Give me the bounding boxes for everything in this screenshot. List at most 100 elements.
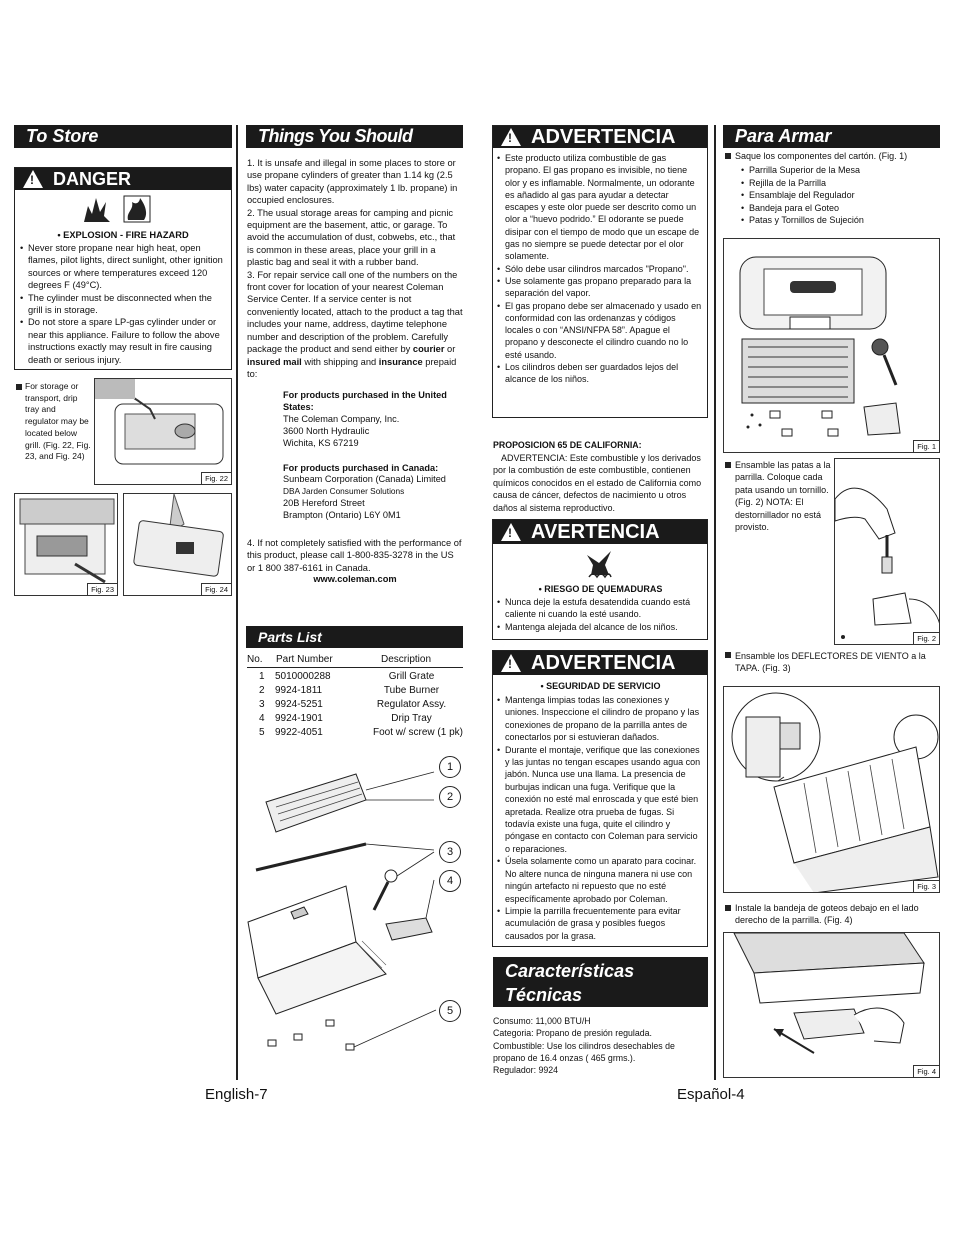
part-number: 5010000288 bbox=[275, 671, 331, 682]
part-description: Foot w/ screw (1 pk) bbox=[372, 727, 463, 738]
danger-header: ! DANGER bbox=[15, 168, 231, 190]
specs-block: Consumo: 11,000 BTU/H Categoria: Propano… bbox=[493, 1015, 708, 1076]
info-paragraph-1: 1. It is unsafe and illegal in some plac… bbox=[247, 158, 458, 206]
part-description: Grill Grate bbox=[388, 671, 435, 682]
prop65-heading: PROPOSICION 65 DE CALIFORNIA: bbox=[493, 440, 642, 450]
section-header-specs: Características Técnicas bbox=[493, 957, 708, 1007]
advertencia-label: ADVERTENCIA bbox=[531, 125, 676, 148]
page-number-left: English-7 bbox=[205, 1086, 268, 1103]
screwdriver-leg-illustration bbox=[835, 487, 939, 639]
section-header-to-store: To Store bbox=[14, 125, 232, 148]
part-number: 9922-4051 bbox=[275, 727, 323, 738]
components-illustration bbox=[739, 256, 901, 437]
website-link[interactable]: www.coleman.com bbox=[313, 574, 397, 584]
step4-text: Instale la bandeja de goteos debajo en e… bbox=[735, 903, 919, 926]
callout-3: 3 bbox=[439, 841, 461, 863]
grill-body-drawing bbox=[247, 885, 387, 1015]
advertencia-list-1: Este producto utiliza combustible de gas… bbox=[497, 152, 703, 386]
column-divider bbox=[714, 125, 716, 1080]
us-address-line: Wichita, KS 67219 bbox=[283, 437, 359, 448]
grill-storage-illustration bbox=[95, 379, 224, 465]
part-description: Drip Tray bbox=[391, 713, 432, 724]
info-block: 1. It is unsafe and illegal in some plac… bbox=[247, 157, 463, 380]
figure-22: Fig. 22 bbox=[94, 378, 232, 485]
p3-text-c: prepaid to: bbox=[247, 356, 457, 379]
fig2-caption: Fig. 2 bbox=[913, 632, 939, 644]
step2-text: Ensamble las patas a la parrilla. Coloqu… bbox=[735, 460, 831, 533]
part-number: 9924-5251 bbox=[275, 699, 323, 710]
parts-list-header: Parts List bbox=[246, 626, 463, 648]
advertencia-label: ADVERTENCIA bbox=[531, 651, 676, 674]
square-bullet-icon bbox=[725, 652, 731, 658]
avertencia-box bbox=[492, 519, 708, 640]
advertencia-item: Durante el montaje, verifique que las co… bbox=[497, 744, 703, 856]
col-no: No. bbox=[247, 654, 263, 665]
canada-address-line: 20B Hereford Street bbox=[283, 498, 365, 509]
burn-hazard-title: • RIESGO DE QUEMADURAS bbox=[538, 584, 663, 594]
callout-5: 5 bbox=[439, 1000, 461, 1022]
explosion-fire-icon bbox=[84, 195, 151, 223]
part-description: Regulator Assy. bbox=[376, 699, 447, 710]
wind-deflector-illustration bbox=[731, 692, 939, 892]
grill-underside-illustration bbox=[19, 498, 115, 584]
component-item: Bandeja para el Goteo bbox=[741, 202, 936, 215]
advertencia-item: Los cilindros deben ser guardados lejos … bbox=[497, 361, 703, 386]
feet-drawing bbox=[267, 1019, 355, 1051]
p3-text-b: with shipping and bbox=[301, 356, 379, 367]
advertencia-header-2: ! ADVERTENCIA bbox=[493, 651, 707, 675]
section-header-things-to-know: Things You Should Know bbox=[246, 125, 463, 169]
prop65-text: ADVERTENCIA: Este combustible y los deri… bbox=[493, 453, 702, 513]
figure-23: Fig. 23 bbox=[14, 493, 118, 596]
address-block: For products purchased in the United Sta… bbox=[283, 390, 463, 522]
storage-note: For storage or transport, drip tray and … bbox=[25, 381, 91, 462]
danger-list: Never store propane near high heat, open… bbox=[20, 242, 226, 366]
warning-triangle-icon: ! bbox=[23, 170, 43, 188]
advertencia-item: El gas propano debe ser almacenado y usa… bbox=[497, 300, 703, 361]
step1-intro: Saque los componentes del cartón. (Fig. … bbox=[735, 151, 908, 161]
drip-tray-install-illustration bbox=[733, 933, 925, 1054]
column-divider bbox=[236, 125, 238, 1080]
section-header-para-armar: Para Armar bbox=[723, 125, 940, 148]
spec-line: Regulador: 9924 bbox=[493, 1065, 559, 1076]
grill-bottom-view-illustration bbox=[133, 494, 224, 577]
p3-text: 3. For repair service call one of the nu… bbox=[247, 269, 463, 355]
fig1-caption: Fig. 1 bbox=[913, 440, 939, 452]
advertencia-item: Mantenga limpias todas las conexiones y … bbox=[497, 694, 703, 744]
spec-line: Combustible: Use los cilindros desechabl… bbox=[493, 1040, 675, 1063]
hazard-title: • EXPLOSION - FIRE HAZARD bbox=[57, 230, 189, 240]
avertencia-header: ! AVERTENCIA bbox=[493, 520, 707, 544]
square-bullet-icon bbox=[16, 384, 22, 390]
figure-2: Fig. 2 bbox=[834, 458, 940, 645]
table-row: 3 9924-5251 Regulator Assy. bbox=[247, 699, 463, 713]
specs-title-line: Técnicas bbox=[505, 985, 583, 1005]
info-paragraph-4: 4. If not completely satisfied with the … bbox=[247, 538, 462, 573]
canada-address-line: Brampton (Ontario) L6Y 0M1 bbox=[283, 510, 401, 521]
canada-address-line: DBA Jarden Consumer Solutions bbox=[283, 486, 405, 497]
us-heading: For products purchased in the United Sta… bbox=[283, 390, 447, 412]
part-no: 3 bbox=[259, 699, 265, 710]
figure-1: Fig. 1 bbox=[723, 238, 940, 453]
component-list: Parrilla Superior de la Mesa Rejilla de … bbox=[741, 164, 936, 227]
page-number-right: Español-4 bbox=[677, 1086, 745, 1103]
warning-triangle-icon: ! bbox=[501, 128, 521, 146]
p3-or: or bbox=[444, 344, 456, 355]
fig3-caption: Fig. 3 bbox=[913, 880, 939, 892]
advertencia-item: Úsela solamente como un aparato para coc… bbox=[497, 855, 703, 905]
p3-mail: insured mail bbox=[247, 356, 302, 367]
part-number: 9924-1811 bbox=[275, 685, 323, 696]
info-paragraph-2: 2. The usual storage areas for camping a… bbox=[247, 207, 456, 268]
figure-24: Fig. 24 bbox=[123, 493, 232, 596]
part-no: 4 bbox=[259, 713, 265, 724]
advertencia-box-2 bbox=[492, 650, 708, 947]
canada-heading: For products purchased in Canada: bbox=[283, 462, 439, 473]
avertencia-label: AVERTENCIA bbox=[531, 520, 660, 543]
fig4-caption: Fig. 4 bbox=[913, 1065, 939, 1077]
square-bullet-icon bbox=[725, 462, 731, 468]
advertencia-item: Este producto utiliza combustible de gas… bbox=[497, 152, 703, 263]
regulator-drawing bbox=[372, 869, 398, 911]
burn-hand-icon bbox=[587, 551, 612, 579]
component-item: Rejilla de la Parrilla bbox=[741, 177, 936, 190]
avertencia-item: Mantenga alejada del alcance de los niño… bbox=[497, 621, 703, 634]
